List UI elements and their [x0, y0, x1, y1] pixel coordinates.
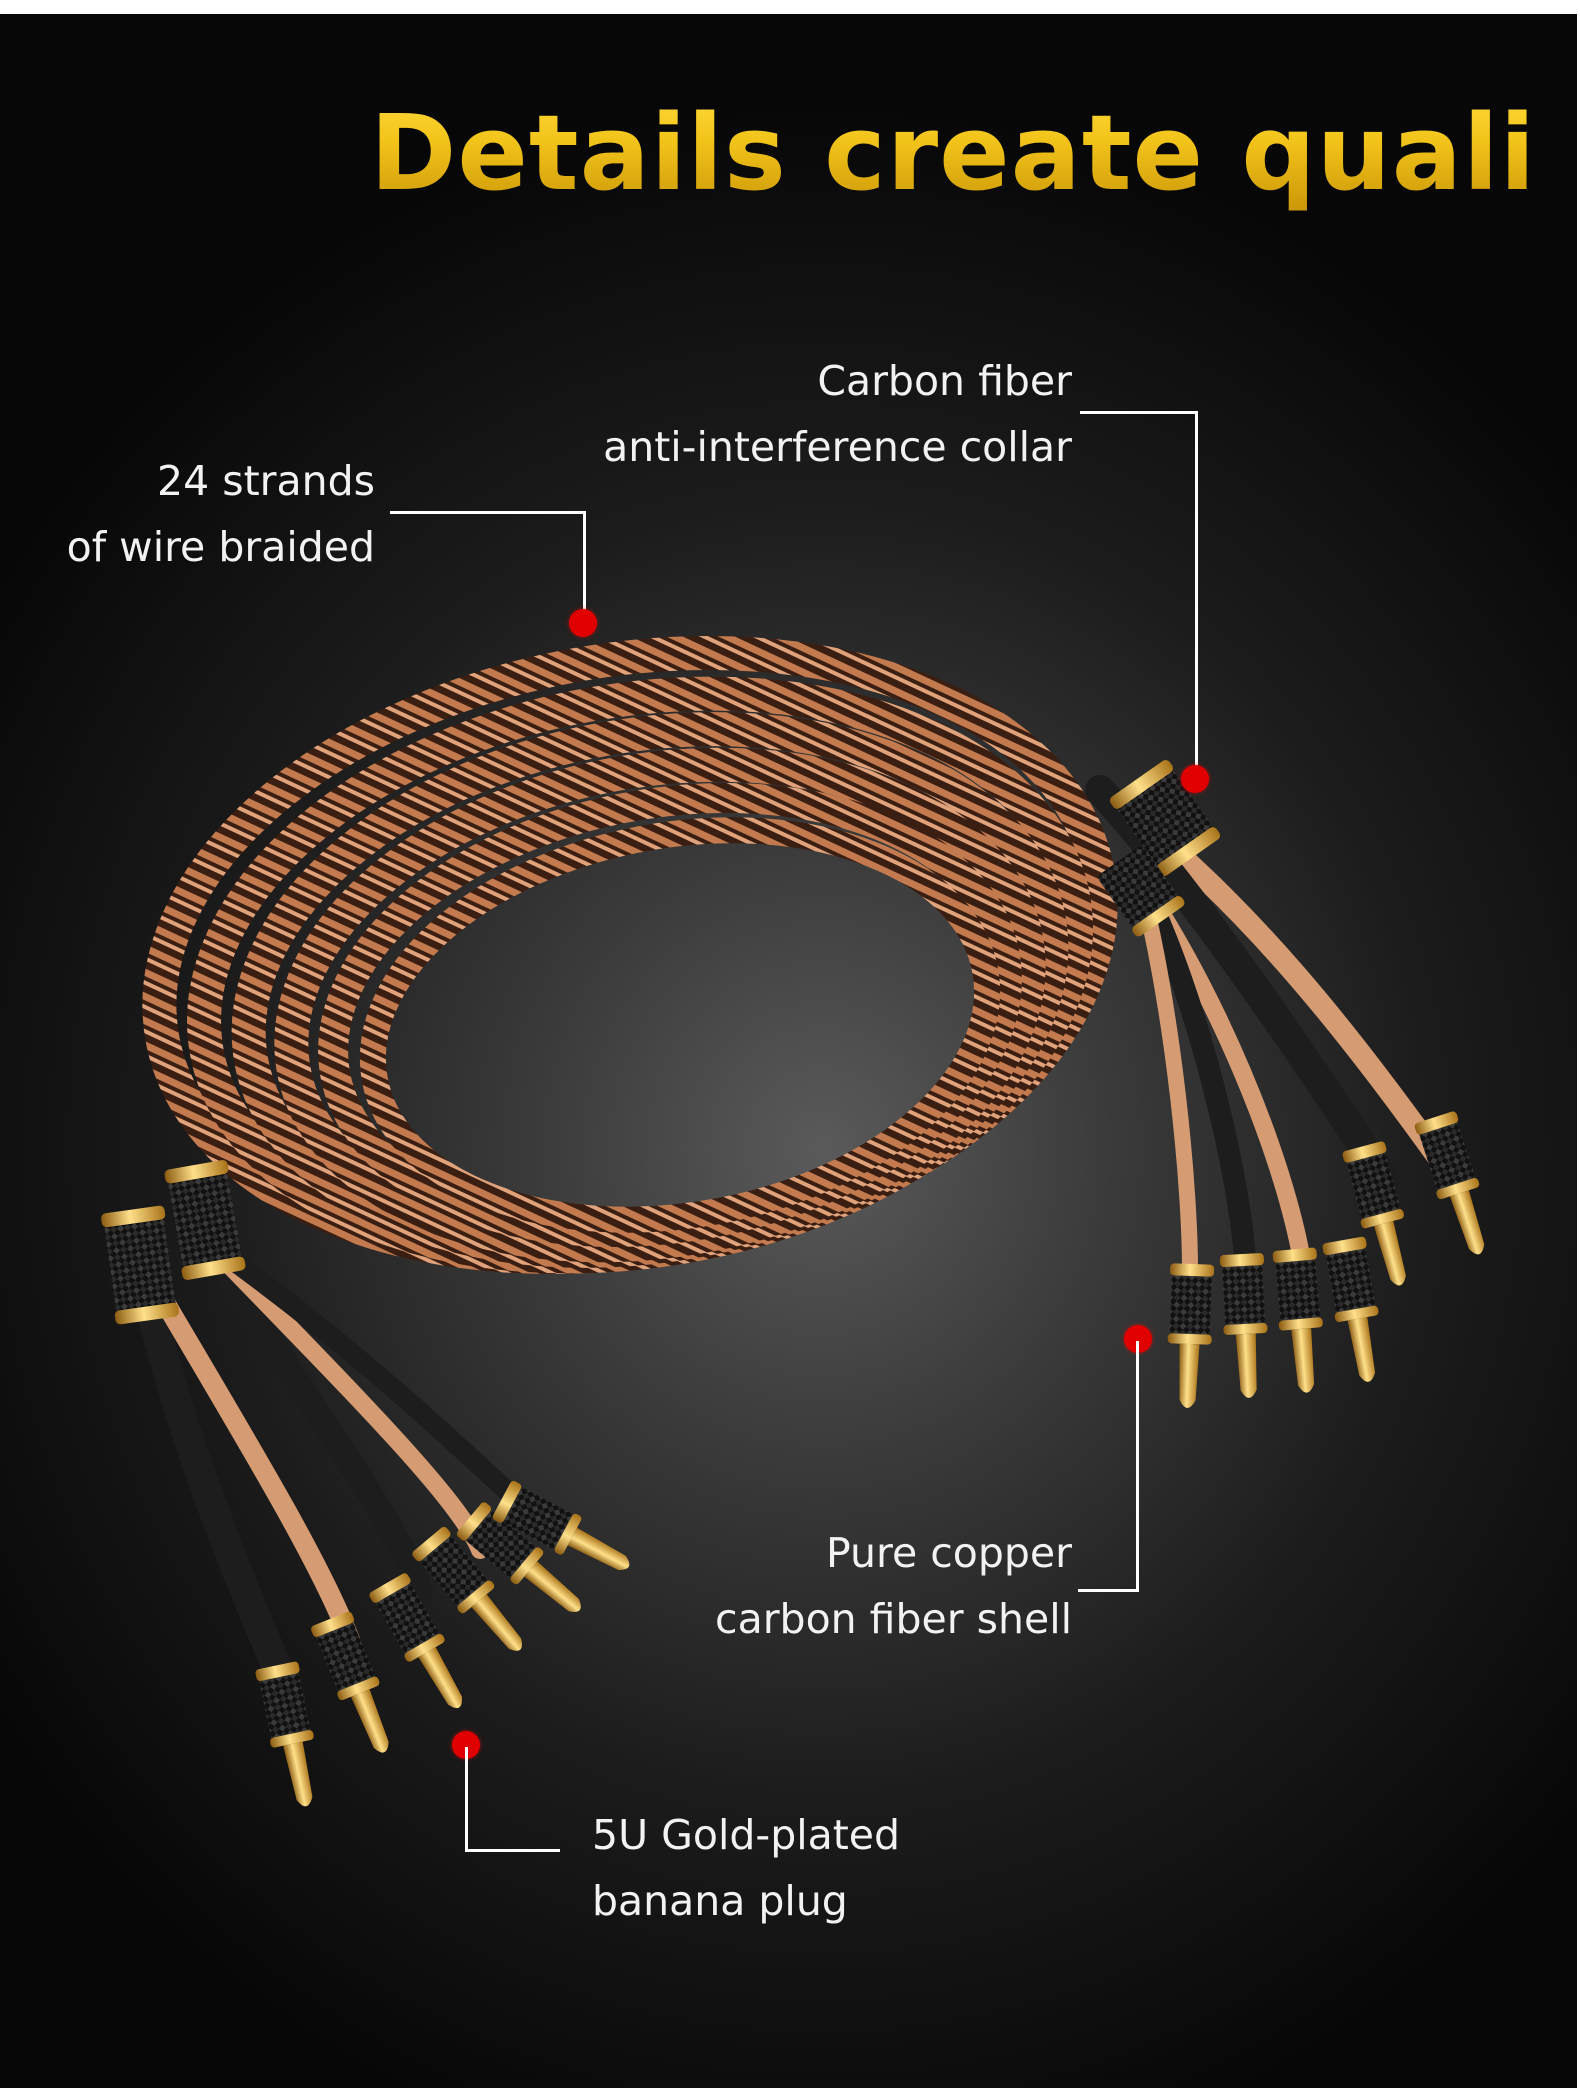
callout-collar-leader	[1080, 411, 1198, 770]
callout-strands: 24 strands of wire braided	[40, 448, 375, 580]
callout-strands-line2: of wire braided	[66, 523, 375, 571]
headline: Details create quality	[370, 92, 1580, 214]
callout-shell-line2: carbon fiber shell	[715, 1595, 1072, 1643]
callout-collar-line1: Carbon fiber	[817, 357, 1072, 405]
carbon-collars	[101, 759, 1221, 1325]
banana-plugs-right	[1167, 1111, 1485, 1408]
callout-strands-line1: 24 strands	[157, 457, 375, 505]
callout-plug: 5U Gold-plated banana plug	[592, 1802, 992, 1934]
right-border	[1577, 0, 1580, 2088]
callout-plug-line1: 5U Gold-plated	[592, 1811, 901, 1859]
top-border	[0, 0, 1580, 14]
callout-strands-leader	[390, 511, 586, 614]
callout-plug-line2: banana plug	[592, 1877, 848, 1925]
banana-plugs-left	[255, 1480, 630, 1807]
callout-collar-marker	[1181, 765, 1209, 793]
callout-shell-leader	[1078, 1341, 1139, 1592]
callout-plug-leader	[465, 1747, 560, 1852]
callout-collar: Carbon fiber anti-interference collar	[560, 348, 1072, 480]
callout-collar-line2: anti-interference collar	[603, 423, 1072, 471]
callout-shell: Pure copper carbon fiber shell	[680, 1520, 1072, 1652]
cable-coil	[142, 635, 1118, 1275]
callout-shell-line1: Pure copper	[826, 1529, 1072, 1577]
callout-strands-marker	[569, 609, 597, 637]
